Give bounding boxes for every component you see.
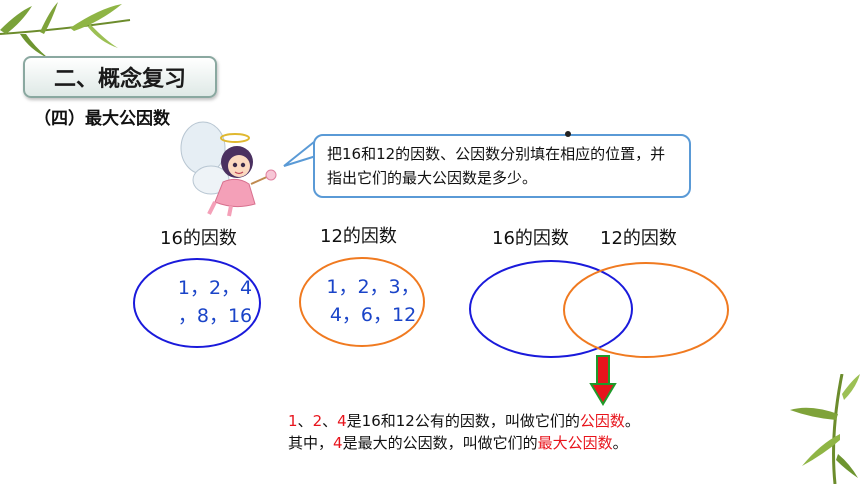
set16-numbers: 1，2，4 ，8，16 [160, 274, 270, 330]
explanation-text: 是最大的公因数，叫做它们的 [342, 434, 538, 452]
num-1: 1 [288, 412, 298, 430]
down-arrow-icon [589, 355, 617, 406]
section-title: 二、概念复习 [23, 56, 217, 98]
set16-numbers-line1: 1，2，4 [177, 277, 253, 299]
dot-mark [565, 131, 571, 137]
explanation-text: 是16和12公有的因数，叫做它们的 [346, 412, 580, 430]
fairy-illustration-icon [180, 121, 277, 217]
sep: 、 [322, 412, 338, 430]
set12-numbers-line2: 4，6，12 [329, 304, 417, 326]
venn-ellipse-12 [563, 262, 729, 358]
explanation-line2: 其中，4是最大的公因数，叫做它们的最大公因数。 [288, 432, 640, 454]
term-gcf: 最大公因数 [537, 434, 613, 452]
explanation-line1: 1、2、4是16和12公有的因数，叫做它们的公因数。 [288, 410, 640, 432]
speech-bubble: 把16和12的因数、公因数分别填在相应的位置，并指出它们的最大公因数是多少。 [313, 134, 691, 198]
speech-text: 把16和12的因数、公因数分别填在相应的位置，并指出它们的最大公因数是多少。 [327, 145, 666, 187]
explanation: 1、2、4是16和12公有的因数，叫做它们的公因数。 其中，4是最大的公因数，叫… [288, 410, 640, 454]
venn-label-16: 16的因数 [492, 228, 569, 249]
term-common-factor: 公因数 [579, 412, 625, 430]
explanation-text: 其中， [288, 434, 334, 452]
set12-numbers-line1: 1，2，3， [326, 276, 420, 298]
venn-ellipse-16 [469, 260, 633, 358]
period: 。 [612, 434, 628, 452]
num-4: 4 [333, 434, 343, 452]
subtitle: （四）最大公因数 [34, 109, 170, 129]
bamboo-decoration-bottom-right-icon [790, 374, 860, 484]
period: 。 [624, 412, 640, 430]
set12-label: 12的因数 [320, 226, 397, 247]
set12-numbers: 1，2，3， 4，6，12 [318, 273, 428, 329]
set16-numbers-line2: ，8，16 [177, 305, 253, 327]
num-2: 2 [312, 412, 323, 430]
bamboo-decoration-top-left-icon [0, 2, 131, 58]
set16-label: 16的因数 [160, 228, 237, 249]
speech-bubble-tail-icon [283, 141, 317, 167]
venn-label-12: 12的因数 [600, 228, 677, 249]
sep: 、 [297, 412, 313, 430]
num-4: 4 [337, 412, 347, 430]
